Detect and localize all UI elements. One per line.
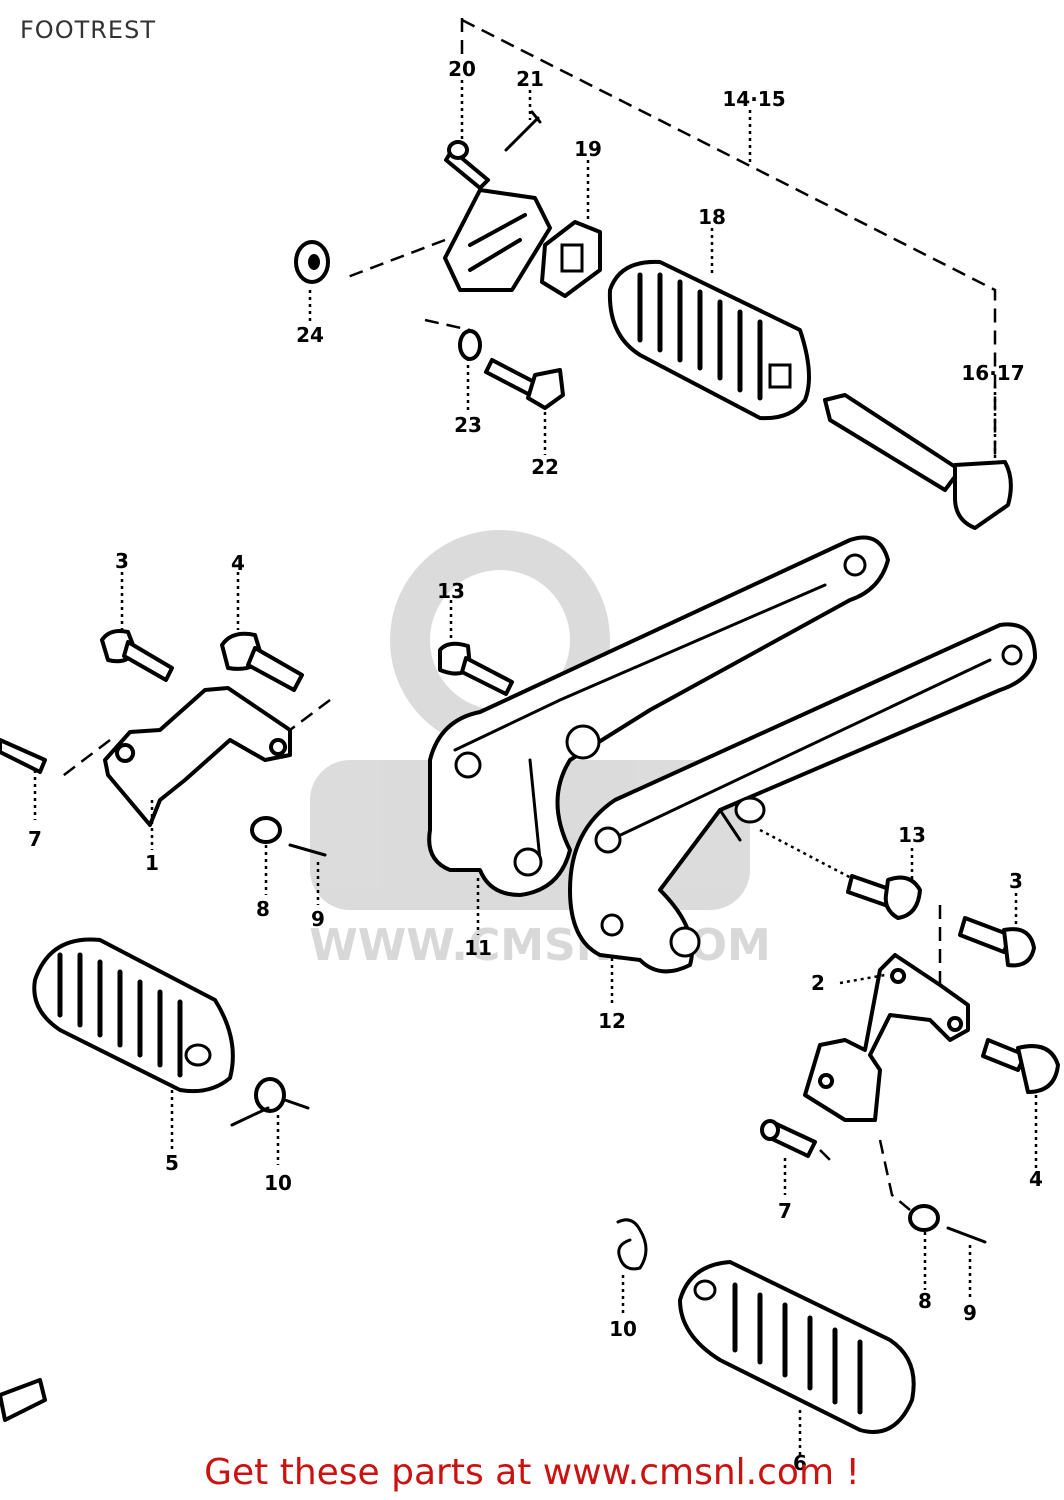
washer-23 xyxy=(458,329,482,361)
bolt-4-left xyxy=(220,631,304,692)
callout-19: 19 xyxy=(574,137,602,161)
callout-21: 21 xyxy=(516,67,544,91)
callout-7-right: 7 xyxy=(778,1199,792,1223)
footrest-bracket-2 xyxy=(803,953,970,1122)
plate-19 xyxy=(540,220,602,298)
callout-4-left: 4 xyxy=(231,551,245,575)
callout-22: 22 xyxy=(531,455,559,479)
callout-20: 20 xyxy=(448,57,476,81)
callout-11: 11 xyxy=(464,936,492,960)
callout-7-left: 7 xyxy=(28,827,42,851)
cotter-pin-9-right xyxy=(946,1226,987,1244)
assembly-guide-lines xyxy=(59,18,997,1211)
callout-8-right: 8 xyxy=(918,1289,932,1313)
callout-3-left: 3 xyxy=(115,549,129,573)
washer-24 xyxy=(294,240,330,284)
callout-5: 5 xyxy=(165,1151,179,1175)
bolt-4-right xyxy=(981,1038,1060,1094)
callout-14-15: 14·15 xyxy=(722,87,785,111)
washer-8-right xyxy=(908,1204,940,1232)
callout-6: 6 xyxy=(793,1451,807,1475)
callout-23: 23 xyxy=(454,413,482,437)
pin-20 xyxy=(444,140,490,190)
callout-4-right: 4 xyxy=(1029,1167,1043,1191)
bolt-13-upper xyxy=(438,641,514,696)
footrest-shaft-16-17 xyxy=(823,393,1013,530)
callout-8-left: 8 xyxy=(256,897,270,921)
rear-footrest-rubber-18 xyxy=(607,259,811,421)
callout-10-right: 10 xyxy=(609,1317,637,1341)
footrest-bracket-1 xyxy=(103,686,292,827)
spring-10-left xyxy=(230,1077,310,1127)
callout-9-left: 9 xyxy=(311,907,325,931)
rear-bracket-12 xyxy=(568,622,1037,974)
cotter-pin-9-left xyxy=(288,843,327,857)
footer-link-text[interactable]: Get these parts at www.cmsnl.com ! xyxy=(204,1452,860,1493)
spring-10-right xyxy=(616,1218,648,1271)
bolt-3-left xyxy=(100,629,174,682)
callout-9-right: 9 xyxy=(963,1301,977,1325)
rear-bracket-11 xyxy=(427,535,890,897)
callout-1: 1 xyxy=(145,851,159,875)
callout-labels: 20 21 14·15 19 18 24 16·17 23 22 3 4 13 … xyxy=(28,57,1043,1475)
pin-7-left xyxy=(0,738,47,774)
pin-7-right xyxy=(760,1119,817,1158)
callout-16-17: 16·17 xyxy=(961,361,1024,385)
cotter-pin-21 xyxy=(504,110,542,152)
page-title: FOOTREST xyxy=(20,16,156,44)
corner-mark xyxy=(0,1378,47,1422)
footrest-rubber-6 xyxy=(678,1260,916,1434)
footrest-rubber-5 xyxy=(32,937,235,1094)
bolt-13-lower xyxy=(846,874,922,920)
callout-10-left: 10 xyxy=(264,1171,292,1195)
callout-13-upper: 13 xyxy=(437,579,465,603)
callout-3-right: 3 xyxy=(1009,869,1023,893)
callout-2: 2 xyxy=(811,971,825,995)
bolt-3-right xyxy=(958,916,1036,968)
bolt-22 xyxy=(484,358,565,410)
rear-footrest-bracket xyxy=(443,188,552,292)
washer-8-left xyxy=(250,816,282,844)
leader-lines xyxy=(33,80,1038,1455)
callout-12: 12 xyxy=(598,1009,626,1033)
callout-18: 18 xyxy=(698,205,726,229)
watermark-url: WWW.CMSNL.COM xyxy=(309,920,771,971)
callout-13-lower: 13 xyxy=(898,823,926,847)
callout-24: 24 xyxy=(296,323,324,347)
